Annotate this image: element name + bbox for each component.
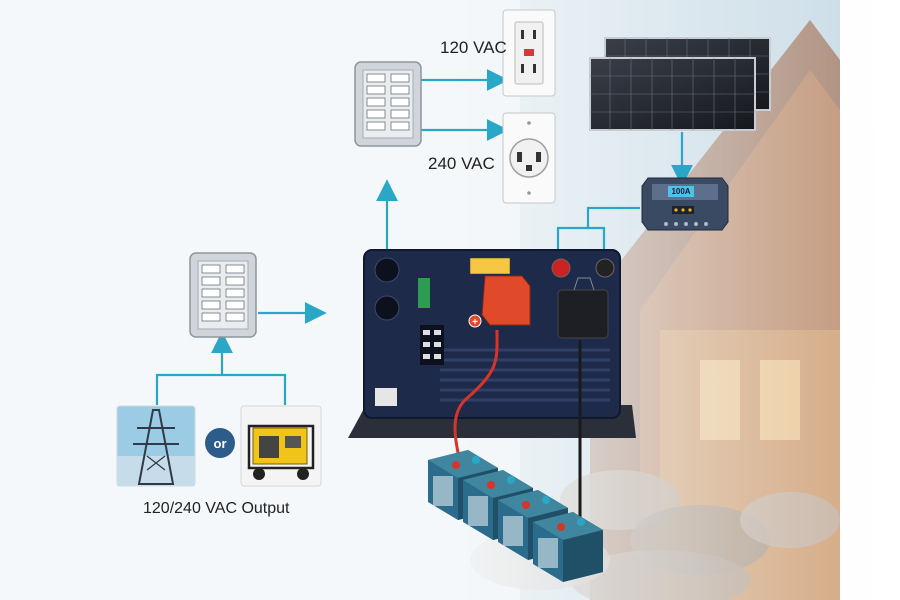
generator-icon bbox=[240, 405, 322, 487]
breaker-panel-icon bbox=[354, 61, 422, 147]
negative-terminal bbox=[557, 277, 609, 530]
or-badge: or bbox=[205, 428, 235, 458]
battery-icon bbox=[533, 512, 603, 582]
connectors bbox=[155, 69, 693, 405]
controller-rating-label: 100A bbox=[668, 186, 694, 197]
grid-to-panel-line bbox=[155, 373, 287, 405]
label-240vac: 240 VAC bbox=[428, 154, 495, 173]
240v-outlet-icon bbox=[502, 112, 556, 204]
inverter-charger-icon bbox=[348, 249, 636, 438]
battery-bank bbox=[428, 450, 603, 582]
svg-text:+: + bbox=[472, 317, 478, 328]
solar-panel-icon bbox=[589, 37, 771, 131]
label-ac-output: 120/240 VAC Output bbox=[143, 500, 290, 517]
controller-to-inverter-line-2 bbox=[588, 226, 606, 250]
power-tower-icon bbox=[116, 405, 196, 487]
label-120vac: 120 VAC bbox=[440, 38, 507, 57]
positive-terminal: + bbox=[453, 275, 531, 463]
breaker-panel-icon bbox=[189, 252, 257, 338]
gfci-outlet-icon bbox=[502, 9, 556, 97]
